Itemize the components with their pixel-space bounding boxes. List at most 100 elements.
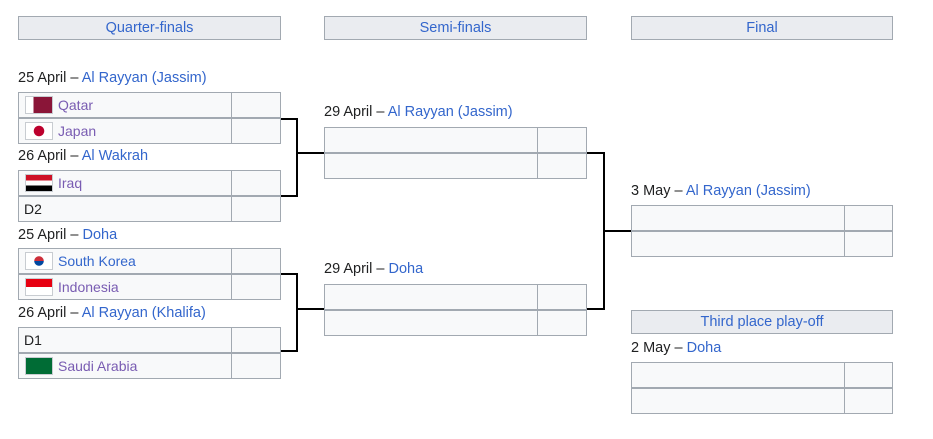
qf4-score1 [231,328,280,352]
qf4-date: 26 April – [18,305,82,321]
qf4-team1-row: D1 [18,327,281,353]
sf2-date: 29 April – [324,261,389,277]
bracket-line [281,195,297,197]
qf2-team1-name[interactable]: Iraq [58,175,83,191]
sf2-score2 [537,311,586,335]
qf3-team1-cell: South Korea [19,249,232,273]
qf2-date: 26 April – [18,148,82,164]
final-venue-link[interactable]: Al Rayyan (Jassim) [685,183,811,199]
qf1-score1 [231,93,280,117]
sf2-team2-cell [325,311,538,335]
qf1-score2 [231,119,280,143]
qf1-date: 25 April – [18,70,82,86]
qf1-venue-link[interactable]: Al Rayyan (Jassim) [81,70,207,86]
bracket-line [281,350,297,352]
qf4-score2 [231,354,280,378]
qf2-score2 [231,197,280,221]
header-final[interactable]: Final [631,16,893,40]
qf2-score1 [231,171,280,195]
qf1-team2-row: Japan [18,118,281,144]
bracket-line [296,152,324,154]
third-label: 2 May – Doha [631,338,721,358]
final-team2-row [631,231,893,257]
sf1-team2-row [324,153,587,179]
qf3-score2 [231,275,280,299]
third-team2-cell [632,389,845,413]
sf2-team2-row [324,310,587,336]
qf3-score1 [231,249,280,273]
qf4-team1-cell: D1 [19,328,232,352]
final-team2-cell [632,232,845,256]
final-score1 [844,206,892,230]
bracket-line [281,118,297,120]
sf2-score1 [537,285,586,309]
saudi-arabia-flag-icon [25,357,53,376]
qf4-venue-link[interactable]: Al Rayyan (Khalifa) [81,305,206,321]
third-team2-row [631,388,893,414]
south-korea-flag-icon [25,252,53,271]
qf3-team1-name[interactable]: South Korea [58,253,136,269]
sf2-team1-row [324,284,587,310]
final-score2 [844,232,892,256]
final-team1-cell [632,206,845,230]
third-team1-cell [632,363,845,387]
header-quarter-finals[interactable]: Quarter-finals [18,16,281,40]
bracket-line [587,152,604,154]
qf1-team2-cell: Japan [19,119,232,143]
qf4-team2-name[interactable]: Saudi Arabia [58,358,138,374]
qf1-team1-name[interactable]: Qatar [58,97,94,113]
sf1-label: 29 April – Al Rayyan (Jassim) [324,102,513,122]
qf3-team1-row: South Korea [18,248,281,274]
third-team1-row [631,362,893,388]
qf2-team2-name: D2 [24,201,42,217]
qf4-team2-row: Saudi Arabia [18,353,281,379]
qf2-venue-link[interactable]: Al Wakrah [81,148,149,164]
sf1-score2 [537,154,586,178]
bracket-line [296,118,298,197]
sf1-score1 [537,128,586,152]
sf1-date: 29 April – [324,104,388,120]
qf2-team1-cell: Iraq [19,171,232,195]
qf1-label: 25 April – Al Rayyan (Jassim) [18,68,207,88]
qf4-label: 26 April – Al Rayyan (Khalifa) [18,303,206,323]
iraq-flag-icon [25,174,53,193]
header-third-place[interactable]: Third place play-off [631,310,893,334]
bracket-line [296,308,324,310]
final-label: 3 May – Al Rayyan (Jassim) [631,181,811,201]
third-date: 2 May – [631,340,687,356]
third-score1 [844,363,892,387]
final-date: 3 May – [631,183,686,199]
qf3-venue-link[interactable]: Doha [82,227,118,243]
third-venue-link[interactable]: Doha [686,340,722,356]
qf1-team1-cell: Qatar [19,93,232,117]
final-team1-row [631,205,893,231]
japan-flag-icon [25,122,53,141]
qf4-team2-cell: Saudi Arabia [19,354,232,378]
bracket-line [587,308,604,310]
qf3-date: 25 April – [18,227,83,243]
qf1-team1-row: Qatar [18,92,281,118]
qf1-team2-name[interactable]: Japan [58,123,97,139]
sf1-team2-cell [325,154,538,178]
qatar-flag-icon [25,96,53,115]
bracket-line [603,230,631,232]
sf1-venue-link[interactable]: Al Rayyan (Jassim) [387,104,513,120]
indonesia-flag-icon [25,278,53,297]
qf3-team2-name[interactable]: Indonesia [58,279,119,295]
sf2-label: 29 April – Doha [324,259,423,279]
sf2-team1-cell [325,285,538,309]
sf2-venue-link[interactable]: Doha [388,261,424,277]
qf2-label: 26 April – Al Wakrah [18,146,148,166]
qf3-label: 25 April – Doha [18,225,117,245]
bracket-line [281,273,297,275]
qf3-team2-cell: Indonesia [19,275,232,299]
qf2-team2-row: D2 [18,196,281,222]
sf1-team1-row [324,127,587,153]
header-semi-finals[interactable]: Semi-finals [324,16,587,40]
qf4-team1-name: D1 [24,332,42,348]
qf3-team2-row: Indonesia [18,274,281,300]
qf2-team1-row: Iraq [18,170,281,196]
sf1-team1-cell [325,128,538,152]
third-score2 [844,389,892,413]
qf2-team2-cell: D2 [19,197,232,221]
